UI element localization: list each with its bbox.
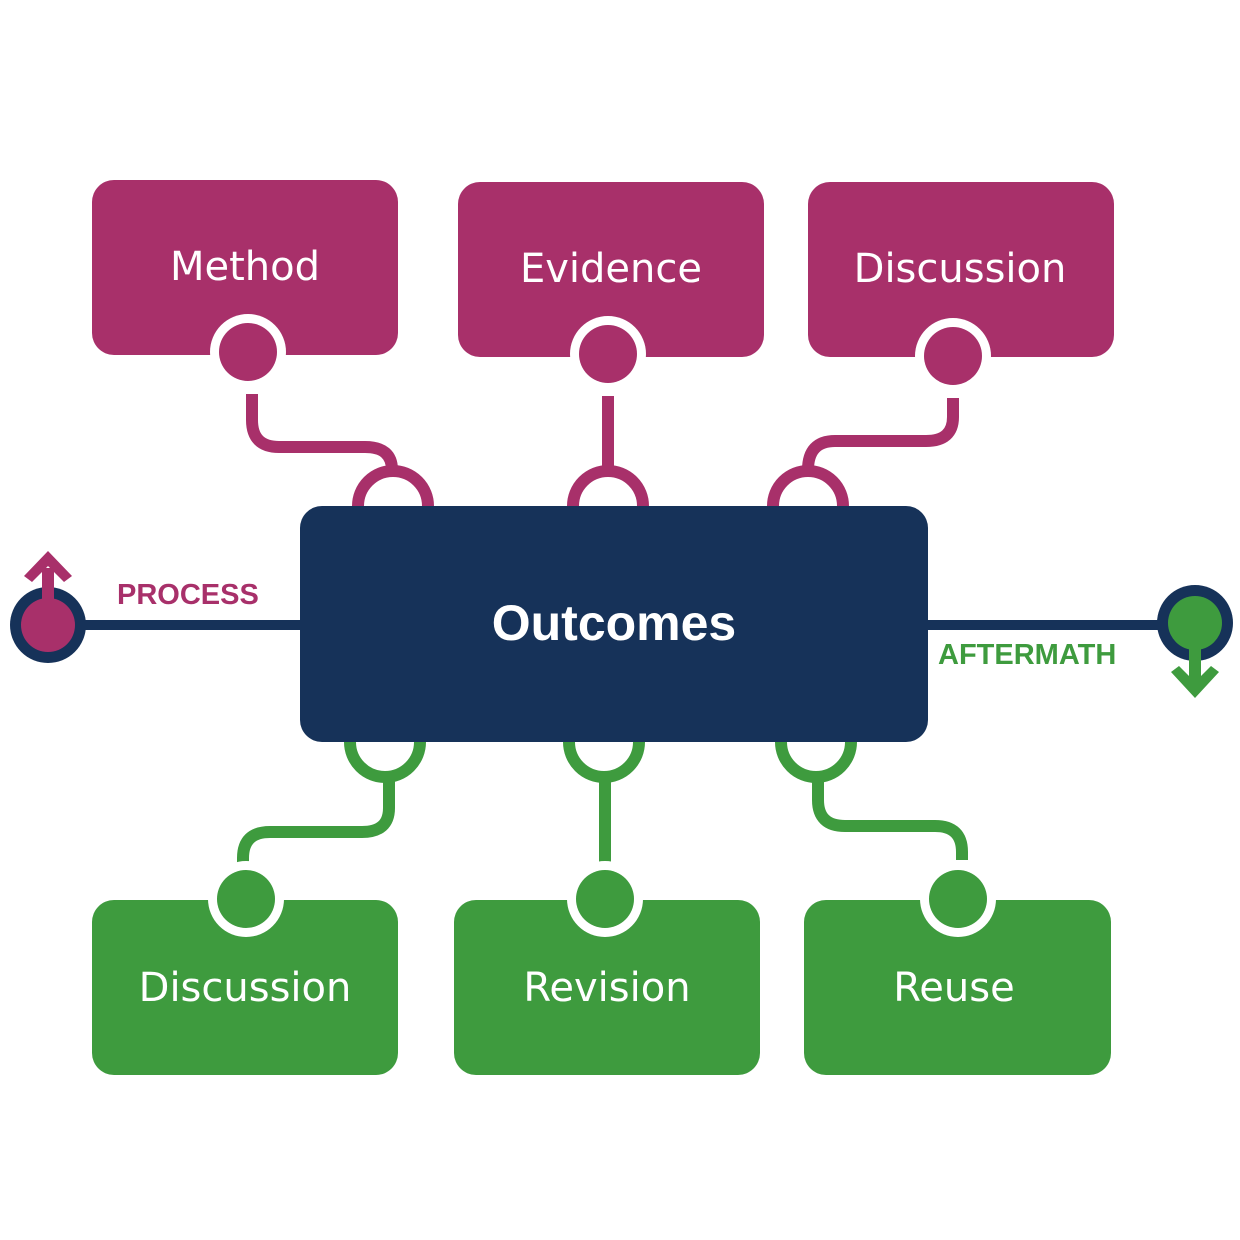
port-dot — [929, 870, 987, 928]
socket-revision — [563, 741, 645, 783]
input-label-method: Method — [170, 244, 320, 290]
port-dot — [217, 870, 275, 928]
connector-discussion-bottom — [237, 776, 395, 870]
aftermath-terminal-dot — [1168, 596, 1222, 650]
output-connectors — [237, 741, 968, 872]
input-connectors — [246, 394, 959, 507]
socket-method — [352, 465, 434, 507]
arrow-down-icon — [1171, 640, 1219, 698]
input-box-discussion[interactable]: Discussion — [808, 182, 1114, 394]
aftermath-terminal[interactable] — [1157, 585, 1233, 698]
input-box-method[interactable]: Method — [92, 180, 398, 390]
input-label-evidence: Evidence — [520, 246, 702, 292]
port-dot — [219, 323, 277, 381]
center-box-outcomes[interactable]: Outcomes — [300, 506, 928, 742]
output-box-revision[interactable]: Revision — [454, 861, 760, 1075]
port-dot — [924, 327, 982, 385]
process-terminal[interactable] — [10, 551, 86, 663]
connector-discussion-top — [802, 398, 959, 471]
input-box-evidence[interactable]: Evidence — [458, 182, 764, 392]
input-label-discussion: Discussion — [854, 246, 1067, 292]
output-label-discussion: Discussion — [139, 965, 352, 1011]
output-box-discussion[interactable]: Discussion — [92, 861, 398, 1075]
process-terminal-dot — [21, 598, 75, 652]
connector-method — [246, 394, 398, 471]
port-dot — [579, 325, 637, 383]
center-label: Outcomes — [492, 595, 737, 651]
socket-discussion-bottom — [344, 741, 426, 783]
socket-discussion-top — [767, 465, 849, 507]
connector-reuse — [812, 776, 968, 860]
output-box-reuse[interactable]: Reuse — [804, 861, 1111, 1075]
socket-evidence — [567, 465, 649, 507]
output-label-reuse: Reuse — [893, 965, 1014, 1011]
process-label: PROCESS — [117, 579, 259, 611]
output-label-revision: Revision — [523, 965, 690, 1011]
arrow-up-icon — [24, 551, 72, 608]
aftermath-label: AFTERMATH — [938, 639, 1116, 671]
port-dot — [576, 870, 634, 928]
socket-reuse — [775, 741, 857, 783]
